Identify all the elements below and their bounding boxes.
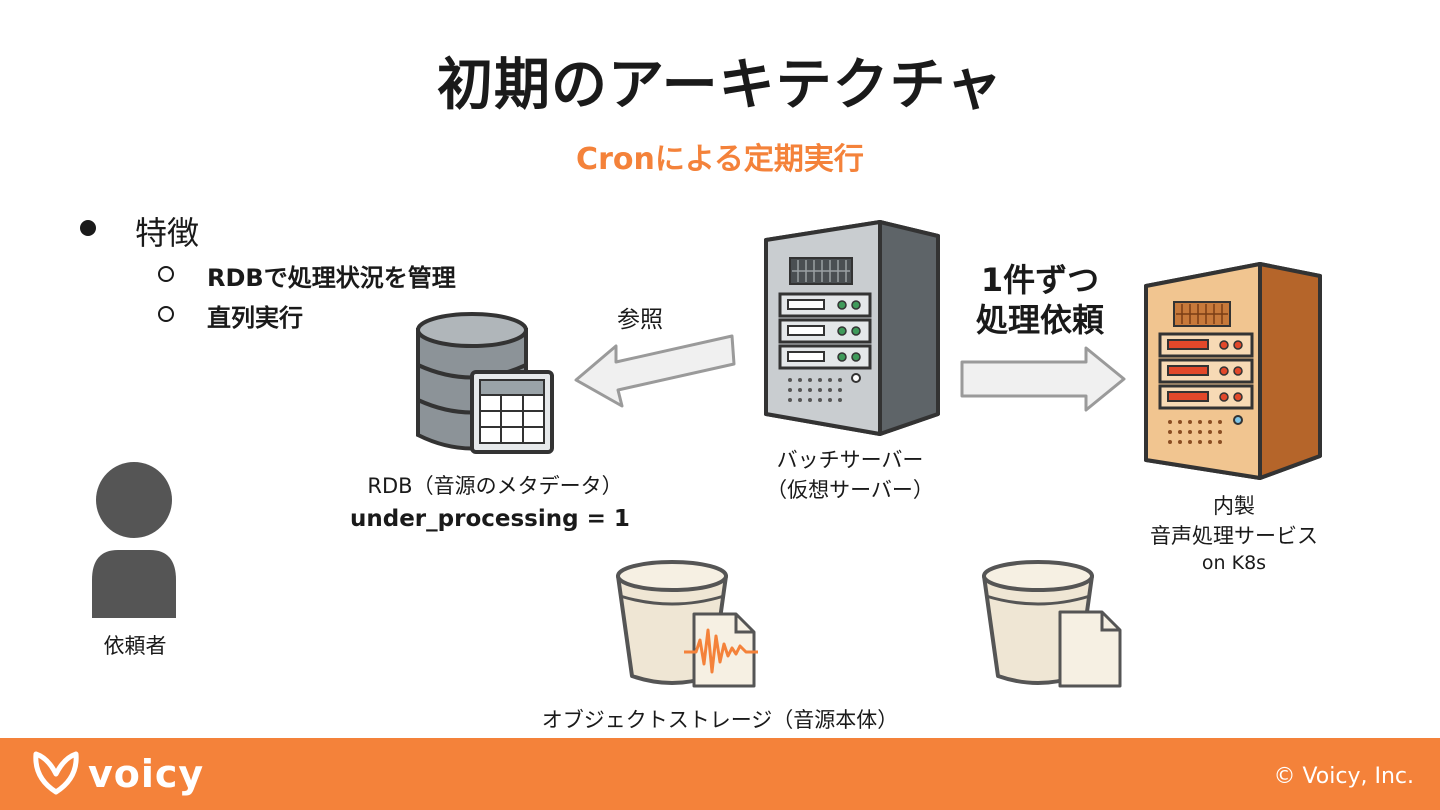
rdb-status: under_processing = 1	[350, 506, 630, 532]
person-icon	[92, 462, 176, 618]
voicy-logo-text: voicy	[88, 752, 205, 796]
batch-server-label: バッチサーバー	[776, 448, 924, 472]
request-label: 1件ずつ	[980, 261, 1100, 299]
request-sublabel: 処理依頼	[975, 301, 1104, 339]
request-arrow	[960, 346, 1126, 412]
voicy-logo-icon	[33, 751, 79, 795]
server-icon	[764, 220, 940, 436]
copyright: © Voicy, Inc.	[1273, 764, 1414, 789]
features-heading: 特徴	[135, 214, 200, 252]
feature-item: 直列実行	[207, 304, 303, 332]
reference-arrow	[574, 334, 736, 408]
service-label: 内製	[1213, 494, 1255, 518]
slide-title: 初期のアーキテクチャ	[436, 53, 1004, 118]
batch-server-sublabel: （仮想サーバー）	[766, 478, 934, 502]
footer-bar	[0, 738, 1440, 810]
object-storage-label: オブジェクトストレージ（音源本体）	[541, 708, 899, 732]
feature-item: RDBで処理状況を管理	[207, 264, 456, 292]
service-platform-label: on K8s	[1201, 552, 1267, 574]
service-server-icon	[1144, 262, 1322, 480]
reference-label: 参照	[617, 307, 663, 333]
requester-label: 依頼者	[103, 634, 167, 658]
rdb-label: RDB（音源のメタデータ）	[367, 474, 623, 498]
storage-bucket-file-icon	[982, 560, 1122, 688]
database-icon	[416, 312, 554, 454]
slide-subtitle: Cronによる定期実行	[576, 142, 864, 177]
sub-bullet-marker	[158, 306, 174, 322]
sub-bullet-marker	[158, 266, 174, 282]
bullet-dot	[80, 220, 96, 236]
storage-bucket-audio-icon	[616, 560, 758, 688]
service-sublabel: 音声処理サービス	[1150, 524, 1318, 548]
